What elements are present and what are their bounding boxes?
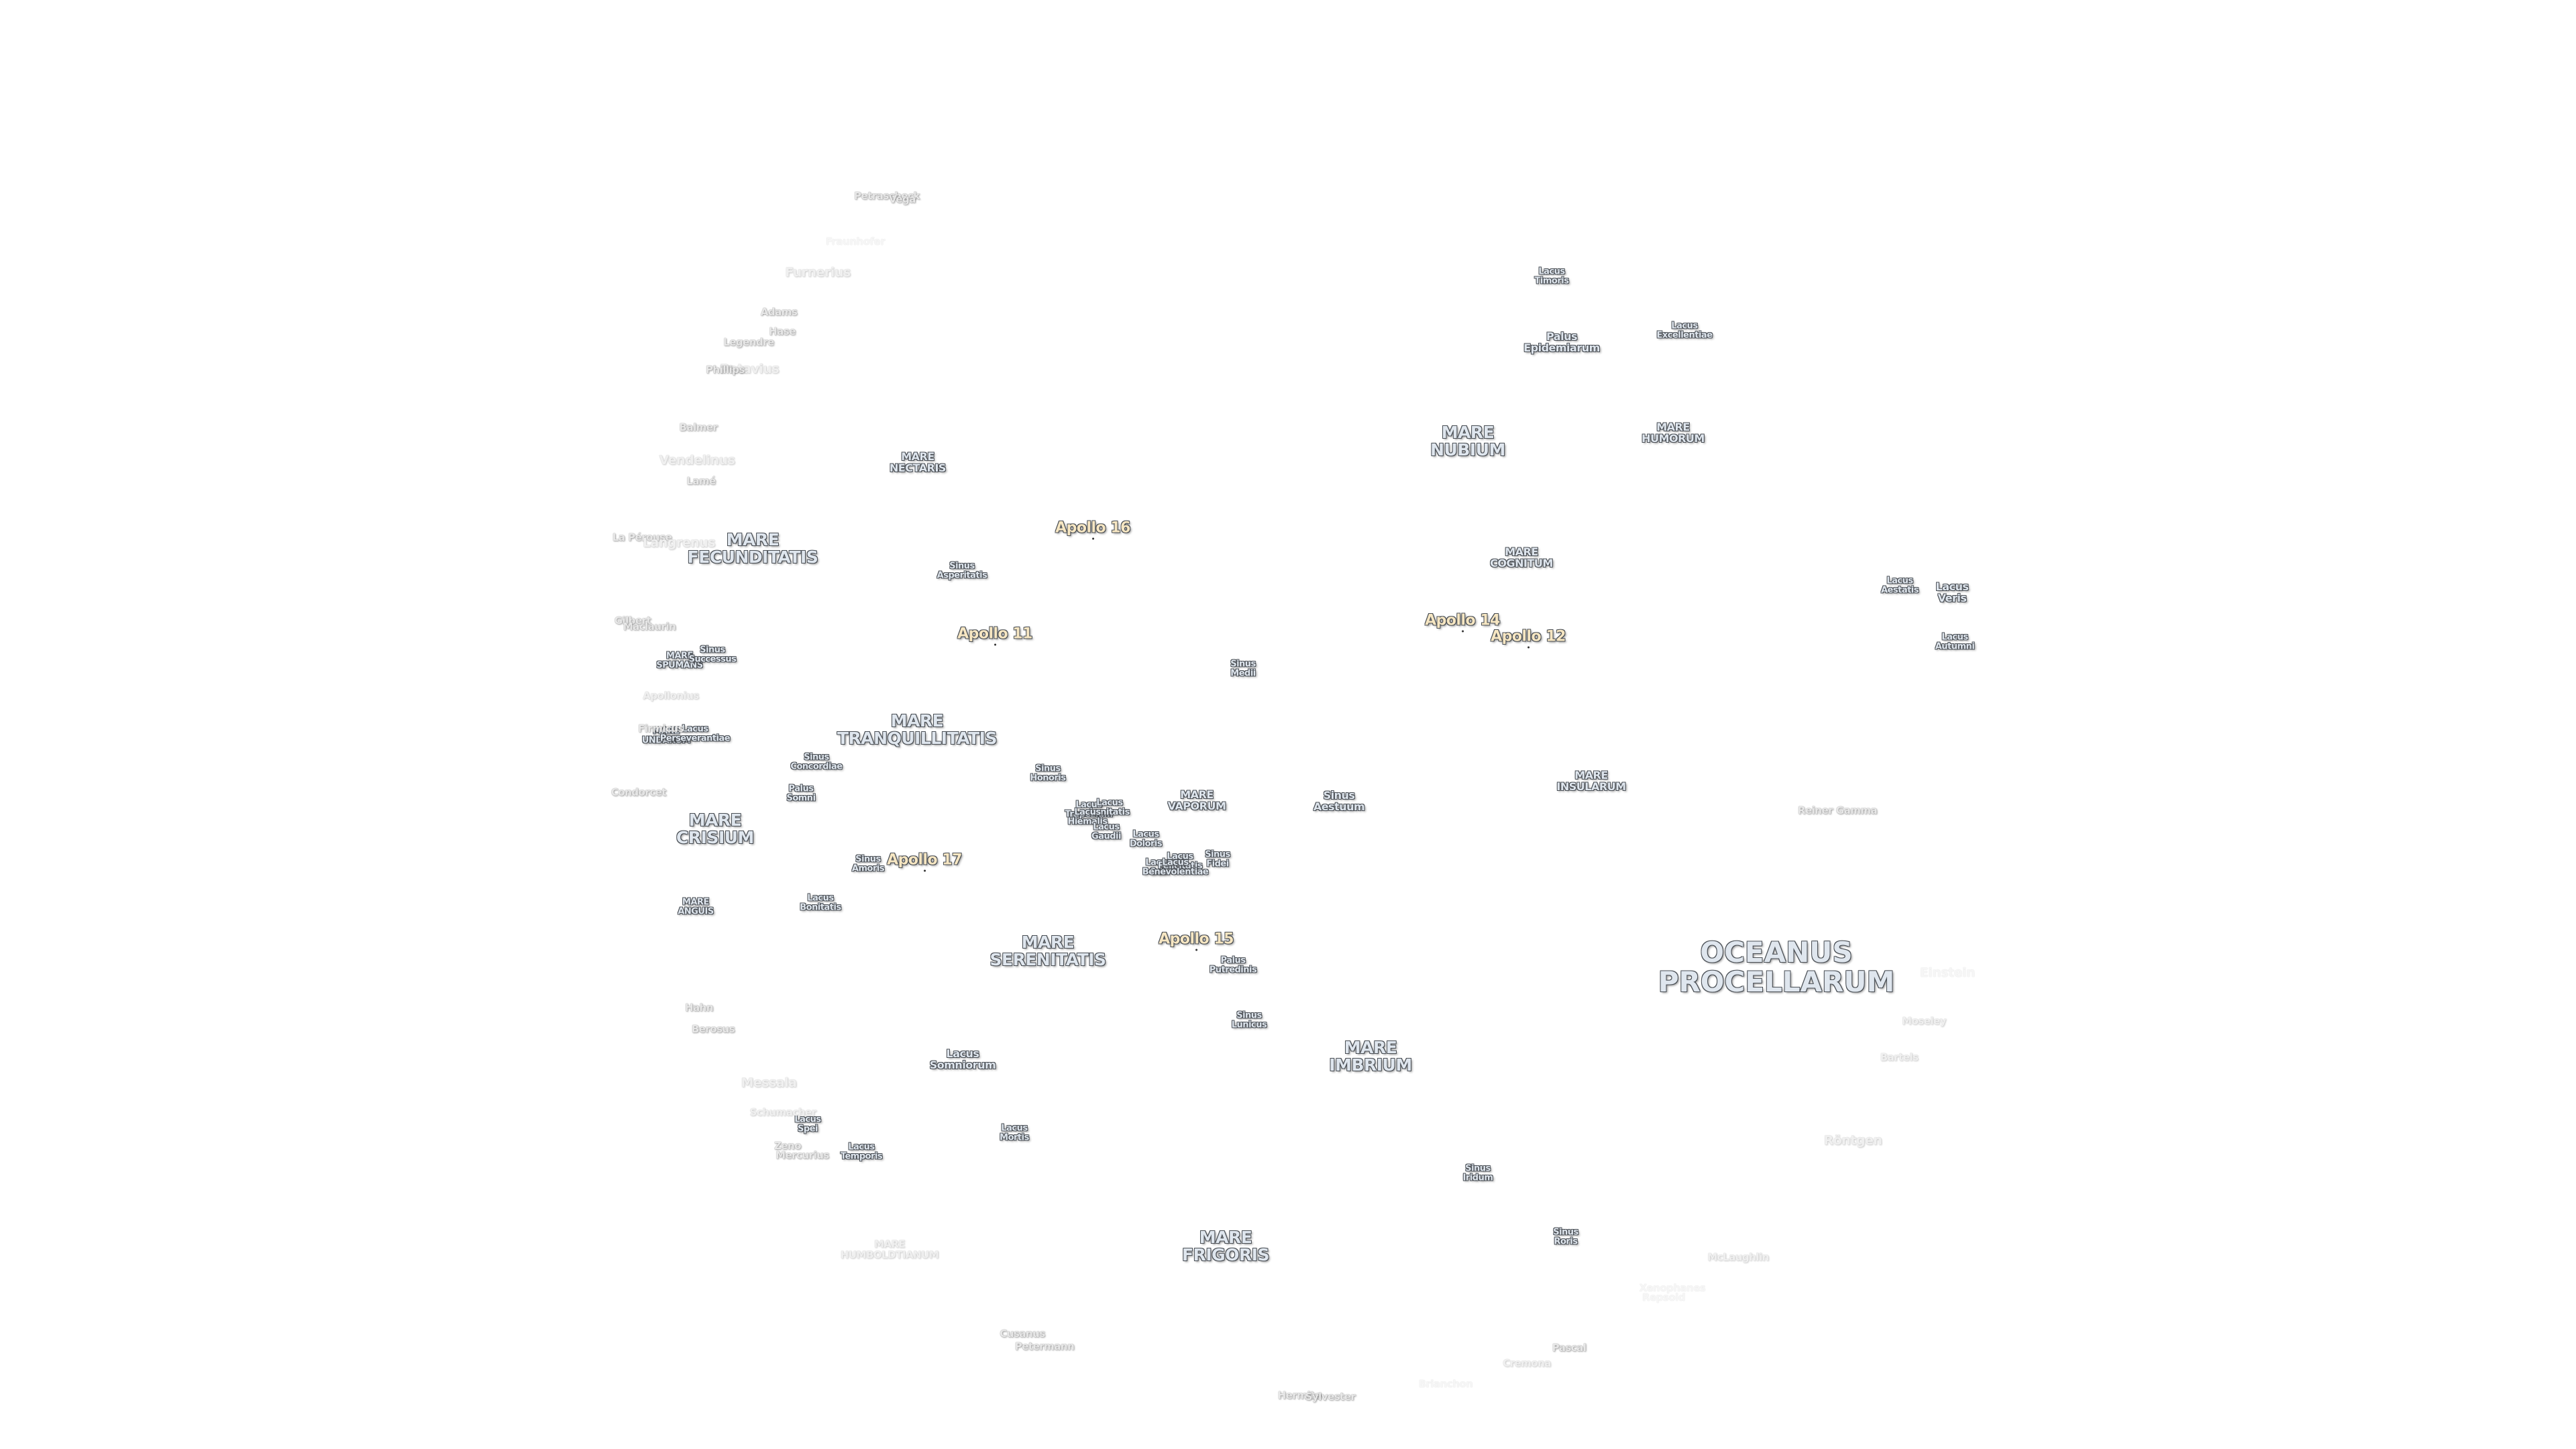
crater-label-petermann: Petermann — [1014, 1340, 1075, 1353]
feature-label-sinus-honoris: Sinus Honoris — [1030, 763, 1066, 783]
feature-label-sinus-fidei: Sinus Fidei — [1205, 849, 1230, 869]
mare-label-mare-insularum: MARE INSULARUM — [1556, 769, 1626, 793]
feature-label-lacus-odii: Lacus Odii — [1145, 857, 1172, 877]
crater-label-schumacher: Schumacher — [749, 1106, 816, 1119]
feature-label-sinus-aestuum: Sinus Aestuum — [1313, 789, 1365, 813]
feature-label-sinus-asperitatis: Sinus Asperitatis — [936, 561, 987, 580]
crater-label-firmicus: Firmicus — [637, 722, 684, 735]
feature-label-lacus-temporis: Lacus Temporis — [840, 1142, 883, 1161]
mare-label-mare-frigoris: MARE FRIGORIS — [1182, 1227, 1269, 1265]
mare-label-mare-fecunditatis: MARE FECUNDITATIS — [687, 529, 818, 567]
mare-label-mare-crisium: MARE CRISIUM — [676, 810, 754, 847]
mare-label-mare-tranquillitatis: MARE TRANQUILLITATIS — [837, 710, 997, 748]
crater-label-petrascheck: Petrascheck — [854, 190, 920, 203]
crater-label-repsold: Repsold — [1642, 1291, 1686, 1304]
crater-label-mercurius: Mercurius — [775, 1149, 829, 1162]
crater-label-lam: Lamé — [686, 475, 716, 488]
crater-label-phillips: Phillips — [706, 364, 745, 376]
crater-label-hase: Hase — [769, 325, 796, 338]
mare-label-mare-undarum: MARE UNDARUM — [641, 726, 691, 745]
feature-label-sinus-successus: Sinus Successus — [688, 645, 737, 664]
crater-label-vendelinus: Vendelinus — [659, 453, 735, 468]
crater-label-fraunhofer: Fraunhofer — [825, 235, 885, 248]
feature-label-lacus-veris: Lacus Veris — [1935, 580, 1969, 604]
feature-label-lacus-aestatis: Lacus Aestatis — [1880, 576, 1919, 595]
feature-label-palus-epidemiarum: Palus Epidemiarum — [1523, 330, 1600, 354]
crater-label-vega: Vega — [889, 193, 916, 206]
mare-label-mare-nubium: MARE NUBIUM — [1430, 422, 1505, 460]
crater-label-cremona: Cremona — [1503, 1357, 1551, 1370]
apollo-site-apollo-12: Apollo 12 — [1491, 628, 1566, 649]
ocean-label-oceanus-procellarum: OCEANUS PROCELLARUM — [1658, 935, 1895, 998]
feature-label-lacus-mortis: Lacus Mortis — [1000, 1123, 1029, 1142]
crater-label-petavius: Petavius — [719, 362, 780, 377]
mare-label-mare-vaporum: MARE VAPORUM — [1167, 788, 1226, 812]
crater-label-messala: Messala — [741, 1075, 797, 1091]
crater-label-moseley: Moseley — [1902, 1015, 1946, 1028]
crater-label-einstein: Einstein — [1919, 965, 1976, 981]
feature-label-lacus-bonitatis: Lacus Bonitatis — [800, 893, 841, 912]
crater-label-hermite: Hermite — [1277, 1389, 1322, 1402]
crater-label-brianchon: Brianchon — [1418, 1378, 1473, 1391]
feature-label-lacus-gaudii: Lacus Gaudii — [1091, 822, 1121, 841]
feature-label-lacus-trapezium: Lacus Trapezium — [1065, 800, 1113, 819]
crater-label-maclaurin: Maclaurin — [623, 621, 676, 633]
crater-label-cusanus: Cusanus — [1000, 1328, 1045, 1340]
crater-label-reiner-gamma: Reiner Gamma — [1797, 804, 1878, 817]
crater-label-langrenus: Langrenus — [642, 535, 716, 551]
mare-label-mare-spumans: MARE SPUMANS — [656, 651, 703, 670]
feature-label-palus-somni: Palus Somni — [786, 784, 816, 803]
feature-label-sinus-roris: Sinus Roris — [1553, 1227, 1578, 1246]
crater-label-zeno: Zeno — [773, 1140, 802, 1152]
mare-label-mare-humorum: MARE HUMORUM — [1642, 421, 1705, 445]
crater-label-apollonius: Apollonius — [643, 690, 699, 702]
feature-label-sinus-iridum: Sinus Iridum — [1462, 1163, 1493, 1183]
apollo-site-apollo-17: Apollo 17 — [887, 851, 962, 872]
crater-label-balmer: Balmer — [679, 421, 718, 434]
crater-label-legendre: Legendre — [723, 336, 774, 349]
feature-label-sinus-concordiae: Sinus Concordiae — [790, 752, 843, 771]
crater-label-berosus: Berosus — [691, 1023, 735, 1036]
mare-label-mare-cognitum: MARE COGNITUM — [1490, 545, 1553, 570]
crater-label-hahn: Hahn — [684, 1002, 714, 1014]
feature-label-lacus-perseverantiae: Lacus Perseverantiae — [659, 724, 731, 743]
crater-label-xenophanes: Xenophanes — [1639, 1282, 1706, 1295]
crater-label-adams: Adams — [760, 306, 798, 319]
crater-label-la-p-rouse: La Pérouse — [612, 531, 672, 544]
apollo-site-apollo-16: Apollo 16 — [1055, 519, 1130, 540]
crater-label-pascal: Pascal — [1552, 1342, 1587, 1354]
feature-label-sinus-lunicus: Sinus Lunicus — [1231, 1010, 1267, 1030]
crater-label-mare-humboldtianum: MARE HUMBOLDTIANUM — [840, 1238, 939, 1260]
feature-label-lacus-benevolentiae: Lacus Benevolentiae — [1142, 857, 1209, 877]
feature-label-lacus-spei: Lacus Spei — [794, 1114, 821, 1134]
mare-label-mare-anguis: MARE ANGUIS — [678, 897, 714, 916]
crater-label-furnerius: Furnerius — [785, 265, 851, 280]
mare-label-mare-imbrium: MARE IMBRIUM — [1329, 1037, 1412, 1075]
crater-label-mclaughlin: McLaughlin — [1707, 1251, 1769, 1264]
feature-label-lacus-somniorum: Lacus Somniorum — [929, 1047, 996, 1071]
crater-label-gilbert: Gilbert — [614, 614, 651, 627]
feature-label-palus-putredinis: Palus Putredinis — [1209, 955, 1257, 975]
feature-label-lacus-hiemalis: Lacus Hiemalis — [1067, 807, 1108, 826]
crater-label-bartels: Bartels — [1880, 1051, 1919, 1064]
crater-label-condorcet: Condorcet — [610, 786, 667, 799]
feature-label-sinus-amoris: Sinus Amoris — [851, 854, 885, 873]
crater-label-sylvester: Sylvester — [1305, 1391, 1356, 1403]
apollo-site-apollo-14: Apollo 14 — [1425, 612, 1500, 633]
feature-label-lacus-timoris: Lacus Timoris — [1534, 266, 1569, 286]
apollo-site-apollo-11: Apollo 11 — [957, 625, 1032, 646]
feature-label-lacus-autumni: Lacus Autumni — [1935, 632, 1975, 651]
feature-label-sinus-medii: Sinus Medii — [1230, 659, 1256, 678]
feature-label-lacus-felicitatis: Lacus Felicitatis — [1157, 851, 1203, 871]
mare-label-mare-serenitatis: MARE SERENITATIS — [989, 932, 1106, 969]
feature-label-lacus-doloris: Lacus Doloris — [1129, 829, 1163, 849]
crater-label-r-ntgen: Röntgen — [1823, 1133, 1882, 1148]
apollo-site-apollo-15: Apollo 15 — [1159, 930, 1234, 951]
feature-label-lacus-lenitatis: Lacus Lenitatis — [1089, 798, 1130, 817]
mare-label-mare-nectaris: MARE NECTARIS — [890, 450, 946, 474]
feature-label-lacus-excellentiae: Lacus Excellentiae — [1656, 321, 1713, 340]
